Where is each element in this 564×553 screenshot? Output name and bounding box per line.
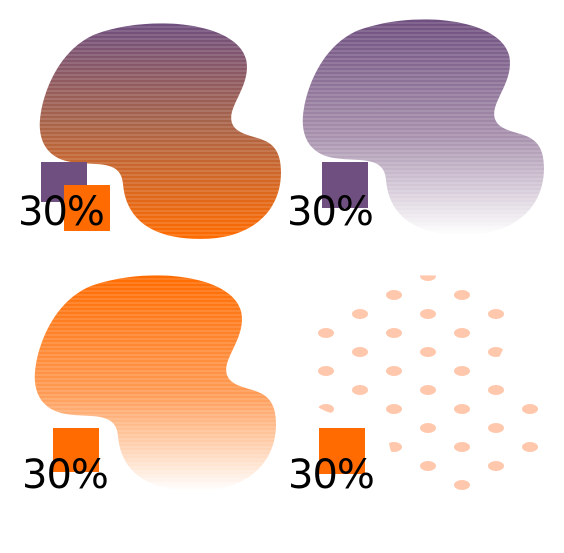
swatch-purple-orange: 30% [18,23,281,239]
swatch-dot-pattern: 30% [288,275,546,498]
swatch-purple-white: 30% [287,19,544,235]
percent-label: 30% [18,189,104,235]
percent-label: 30% [22,452,108,498]
purple-color-chip [322,162,368,208]
swatch-orange-white: 30% [22,275,276,498]
orange-color-chip [64,185,110,231]
percent-label: 30% [288,452,374,498]
percent-label: 30% [287,189,373,235]
orange-color-chip [53,428,99,472]
orange-color-chip [319,428,365,474]
